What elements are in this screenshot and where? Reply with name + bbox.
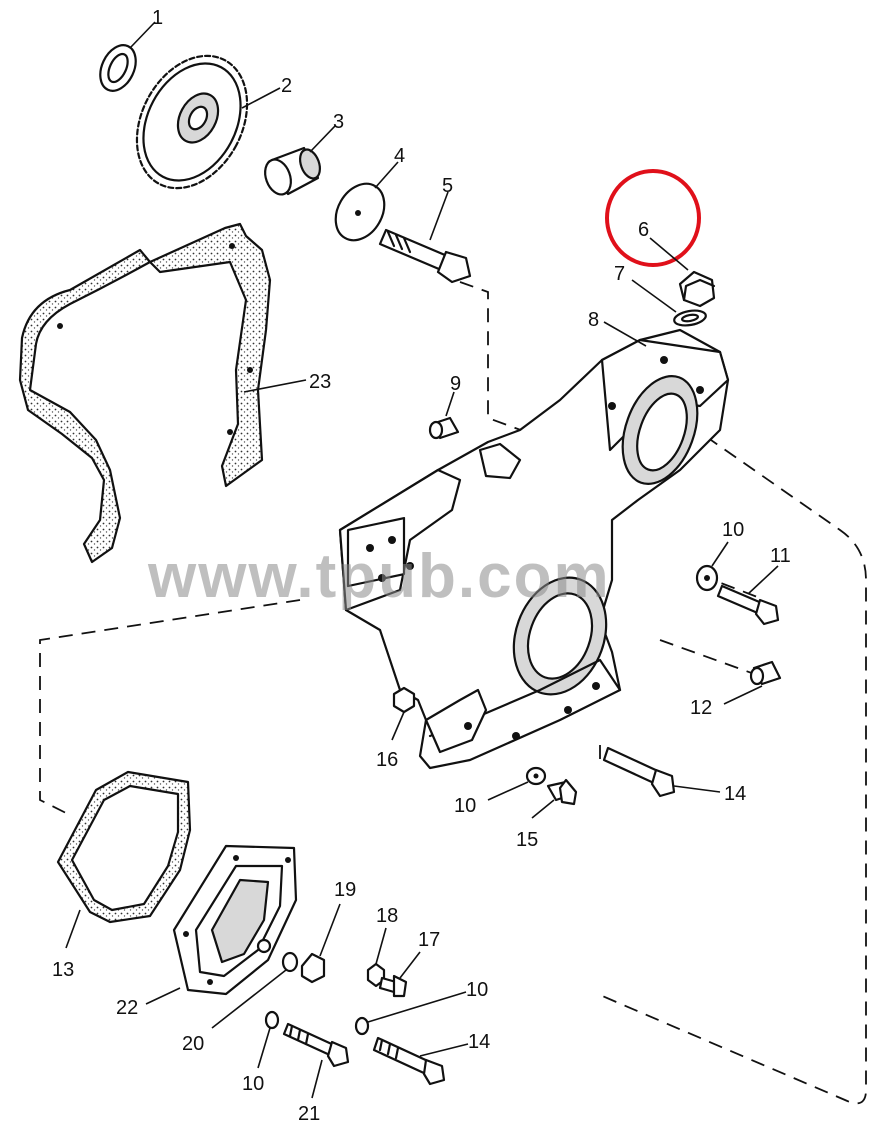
callout-numbers: 1 2 3 4 5 6 7 8 9 23 10 11 12 16 14 10 1… <box>52 7 791 1125</box>
part-16-nut <box>391 686 416 741</box>
watermark-text: www.tpub.com <box>147 542 611 611</box>
part-14-bolt-b <box>372 1036 469 1086</box>
callout-17: 17 <box>418 929 440 951</box>
callout-14-a: 14 <box>724 783 746 805</box>
callout-4: 4 <box>394 145 405 167</box>
part-14-bolt-a <box>602 746 721 798</box>
part-15-screw <box>531 778 578 819</box>
callout-19: 19 <box>334 879 356 901</box>
part-9-dowel-pin <box>428 391 460 440</box>
callout-22: 22 <box>116 997 138 1019</box>
callout-1: 1 <box>152 7 163 29</box>
callout-6: 6 <box>638 219 649 241</box>
part-21-bolt <box>282 1022 350 1099</box>
callout-10-b: 10 <box>454 795 476 817</box>
callout-11: 11 <box>770 545 791 567</box>
callout-14-b: 14 <box>468 1031 490 1053</box>
part-22-cover <box>145 844 298 1005</box>
part-17-screw <box>378 951 421 998</box>
part-10-washer-d <box>257 1010 280 1069</box>
callout-8: 8 <box>588 309 599 331</box>
callout-10-c: 10 <box>466 979 488 1001</box>
part-2-gear <box>135 54 281 190</box>
callout-5: 5 <box>442 175 453 197</box>
part-5-bolt <box>378 191 472 284</box>
part-11-bolt <box>716 565 780 626</box>
callout-16: 16 <box>376 749 398 771</box>
callout-20: 20 <box>182 1033 204 1055</box>
part-8-housing <box>338 321 730 770</box>
part-7-gasket <box>631 279 707 327</box>
highlight-circle-part-6 <box>605 169 701 267</box>
callout-23: 23 <box>309 371 331 393</box>
part-19-plug <box>300 903 341 984</box>
callout-13: 13 <box>52 959 74 981</box>
callout-10-d: 10 <box>242 1073 264 1095</box>
part-10-washer-b <box>487 766 547 801</box>
callout-15: 15 <box>516 829 538 851</box>
callout-3: 3 <box>333 111 344 133</box>
part-4-washer <box>334 161 399 242</box>
callout-21: 21 <box>298 1103 320 1125</box>
callout-10-a: 10 <box>722 519 744 541</box>
part-3-bushing <box>264 125 336 196</box>
part-20-washer <box>211 951 299 1029</box>
part-23-gasket <box>18 222 307 564</box>
callout-2: 2 <box>281 75 292 97</box>
callout-12: 12 <box>690 697 712 719</box>
callout-9: 9 <box>450 373 461 395</box>
callout-7: 7 <box>614 263 625 285</box>
part-10-washer-a <box>695 541 729 592</box>
part-12-dowel-pin <box>723 660 782 705</box>
callout-18: 18 <box>376 905 398 927</box>
part-13-gasket <box>56 770 192 949</box>
part-6-plug <box>649 237 716 308</box>
part-10-washer-c <box>354 991 467 1036</box>
part-1-retaining-ring <box>99 21 156 92</box>
